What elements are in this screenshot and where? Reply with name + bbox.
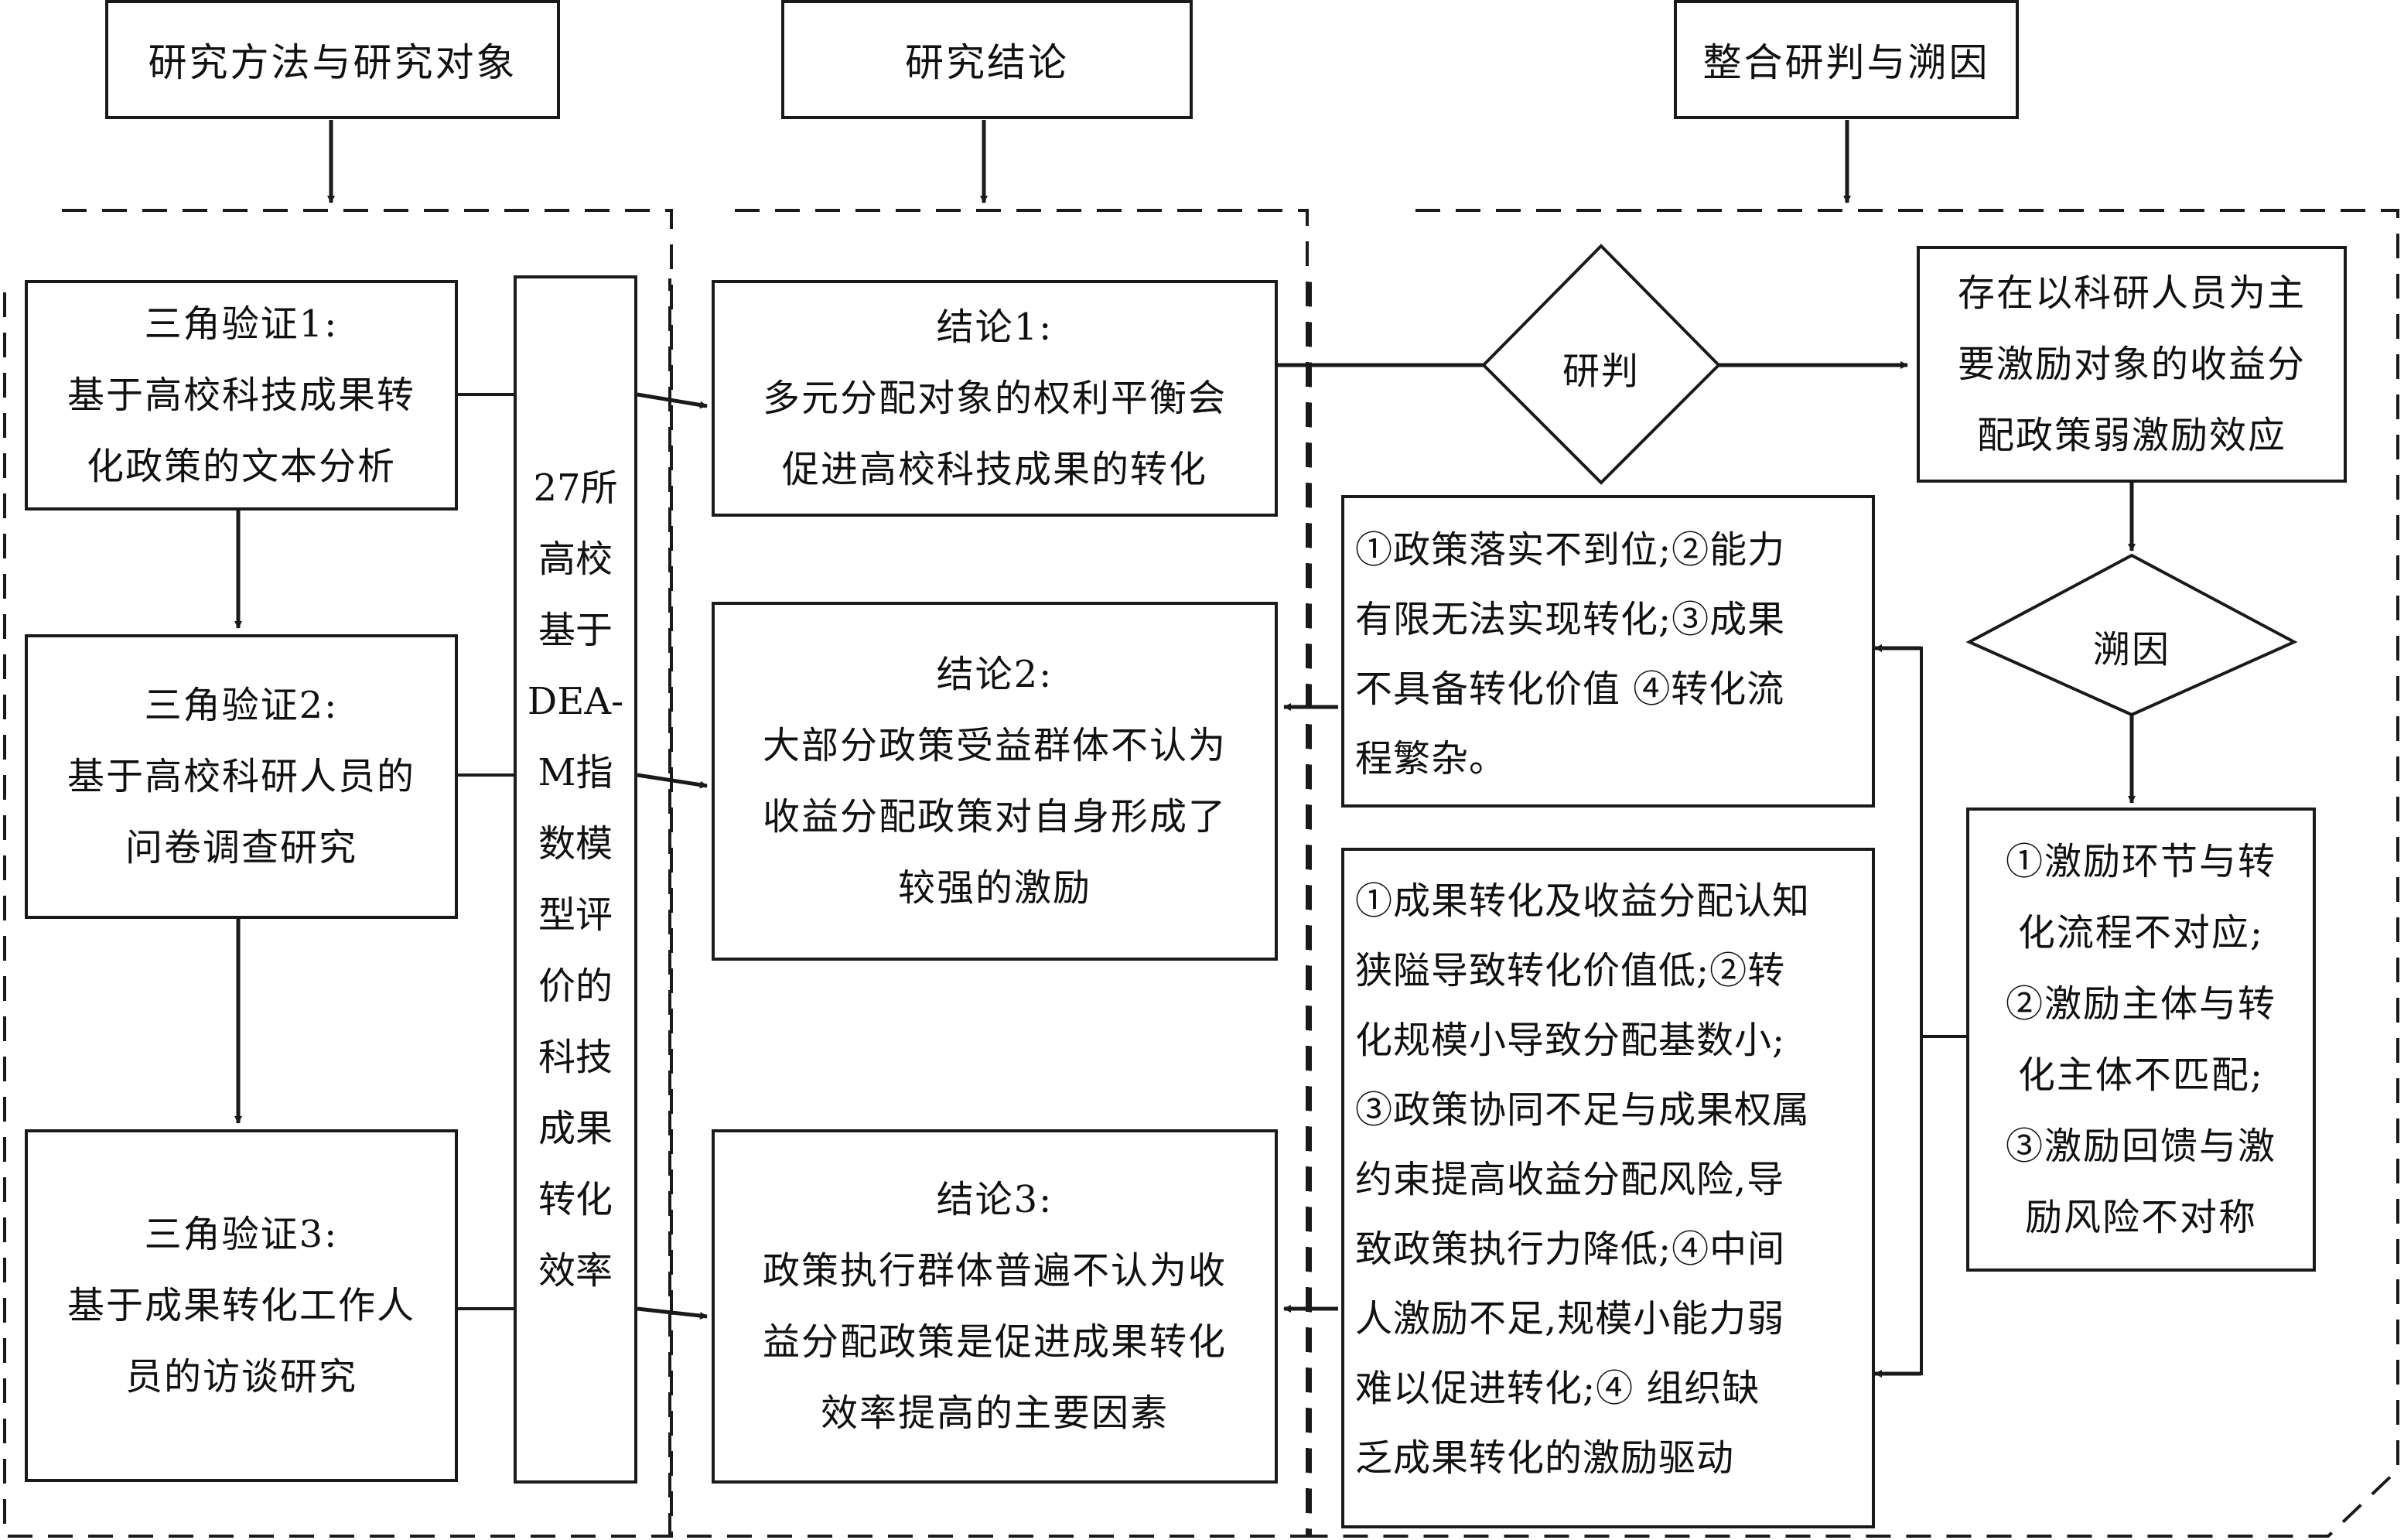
reasons2-line-3: 化规模小导致分配基数小; [1355, 1019, 1786, 1062]
reasons2-line-8: 难以促进转化;④ 组织缺 [1355, 1367, 1760, 1410]
dea-line-6: 数模 [538, 822, 613, 866]
header-methods: 研究方法与研究对象 [105, 0, 560, 119]
reasons2-line-5: 约束提高收益分配风险,导 [1355, 1158, 1785, 1201]
trace-results-box: ①激励环节与转 化流程不对应; ②激励主体与转 化主体不匹配; ③激励回馈与激 … [1966, 808, 2316, 1272]
finding-line-2: 要激励对象的收益分 [1957, 343, 2306, 386]
judge-diamond [1481, 244, 1721, 485]
finding-line-1: 存在以科研人员为主 [1957, 271, 2306, 315]
header-analysis-label: 整合研判与溯因 [1702, 40, 1990, 85]
header-conclusions: 研究结论 [781, 0, 1193, 119]
dea-line-7: 型评 [538, 893, 613, 937]
dea-line-10: 成果 [538, 1107, 613, 1150]
reasons1-line-1: ①政策落实不到位;②能力 [1355, 528, 1786, 572]
method-1-line-3: 化政策的文本分析 [86, 445, 396, 488]
reasons2-line-6: 致政策执行力降低;④中间 [1355, 1228, 1786, 1271]
header-analysis: 整合研判与溯因 [1674, 0, 2019, 119]
method-box-1: 三角验证1: 基于高校科技成果转 化政策的文本分析 [25, 280, 458, 510]
dea-efficiency-box: 27所 高校 基于 DEA- M指 数模 型评 价的 科技 成果 转化 效率 [514, 275, 637, 1484]
conclusion-3-line-3: 益分配政策是促进成果转化 [762, 1320, 1227, 1364]
finding-box: 存在以科研人员为主 要激励对象的收益分 配政策弱激励效应 [1917, 246, 2347, 483]
bracket-to-reasons [1876, 647, 1923, 1375]
conclusion-1-line-2: 多元分配对象的权利平衡会 [762, 377, 1227, 420]
dea-line-3: 基于 [538, 609, 613, 652]
reasons1-line-2: 有限无法实现转化;③成果 [1355, 598, 1786, 641]
reasons2-line-4: ③政策协同不足与成果权属 [1355, 1088, 1811, 1132]
arrow-dea-conclusion1 [637, 392, 708, 409]
trace-results-line-5: ③激励回馈与激 [2005, 1125, 2276, 1168]
dea-line-12: 效率 [538, 1249, 613, 1292]
judge-label: 研判 [1562, 350, 1640, 393]
trace-results-line-2: 化流程不对应; [2017, 911, 2265, 954]
method-1-line-1: 三角验证1: [144, 302, 339, 346]
conclusion-1-line-1: 结论1: [936, 306, 1053, 349]
method-3-line-3: 员的访谈研究 [125, 1355, 357, 1398]
header-methods-label: 研究方法与研究对象 [148, 40, 517, 85]
reasons2-line-2: 狭隘导致转化价值低;②转 [1355, 949, 1786, 992]
conclusion-3-line-1: 结论3: [936, 1178, 1053, 1221]
conclusion-3-line-2: 政策执行群体普遍不认为收 [762, 1249, 1227, 1292]
dea-line-1: 27所 [533, 466, 618, 510]
dea-line-8: 价的 [538, 965, 613, 1008]
method-box-3: 三角验证3: 基于成果转化工作人 员的访谈研究 [25, 1129, 458, 1482]
method-2-line-2: 基于高校科研人员的 [67, 755, 415, 798]
reasons2-line-1: ①成果转化及收益分配认知 [1355, 879, 1811, 923]
trace-results-line-1: ①激励环节与转 [2005, 840, 2276, 883]
conclusion-3-line-4: 效率提高的主要因素 [820, 1391, 1169, 1435]
trace-results-line-4: 化主体不匹配; [2017, 1053, 2265, 1097]
dea-line-5: M指 [538, 751, 613, 794]
reasons1-line-3: 不具备转化价值 ④转化流 [1355, 668, 1785, 711]
conclusion-1-line-3: 促进高校科技成果的转化 [781, 448, 1207, 491]
reasons1-line-4: 程繁杂。 [1355, 737, 1508, 780]
dea-line-2: 高校 [538, 538, 613, 581]
dea-line-4: DEA- [527, 680, 624, 723]
reasons2-line-9: 乏成果转化的激励驱动 [1355, 1436, 1735, 1480]
dea-line-9: 科技 [538, 1036, 613, 1079]
finding-line-3: 配政策弱激励效应 [1976, 414, 2286, 457]
conclusion-2-line-1: 结论2: [936, 653, 1053, 696]
arrow-dea-conclusion2 [637, 773, 708, 789]
method-3-line-2: 基于成果转化工作人 [67, 1284, 415, 1327]
arrow-dea-conclusion3 [637, 1306, 708, 1320]
reasons-box-2: ①成果转化及收益分配认知 狭隘导致转化价值低;②转 化规模小导致分配基数小; ③… [1341, 848, 1875, 1528]
method-2-line-3: 问卷调查研究 [125, 826, 357, 869]
method-2-line-1: 三角验证2: [144, 684, 339, 727]
conclusion-box-2: 结论2: 大部分政策受益群体不认为 收益分配政策对自身形成了 较强的激励 [712, 602, 1278, 961]
method-3-line-1: 三角验证3: [144, 1213, 339, 1256]
reasons-box-1: ①政策落实不到位;②能力 有限无法实现转化;③成果 不具备转化价值 ④转化流 程… [1341, 495, 1875, 808]
conclusion-box-1: 结论1: 多元分配对象的权利平衡会 促进高校科技成果的转化 [712, 280, 1278, 517]
group3-dashed-outline [1309, 209, 2399, 1538]
conclusion-box-3: 结论3: 政策执行群体普遍不认为收 益分配政策是促进成果转化 效率提高的主要因素 [712, 1129, 1278, 1484]
dea-line-11: 转化 [538, 1178, 613, 1221]
reasons2-line-7: 人激励不足,规模小能力弱 [1355, 1297, 1785, 1340]
trace-results-line-6: 励风险不对称 [2024, 1196, 2257, 1239]
trace-label: 溯因 [2092, 628, 2170, 671]
conclusion-2-line-2: 大部分政策受益群体不认为 [762, 724, 1227, 767]
group2-dashed-outline [668, 209, 1309, 1538]
conclusion-2-line-3: 收益分配政策对自身形成了 [762, 795, 1227, 838]
method-1-line-2: 基于高校科技成果转 [67, 374, 415, 417]
method-box-2: 三角验证2: 基于高校科研人员的 问卷调查研究 [25, 634, 458, 919]
conclusion-2-line-4: 较强的激励 [897, 866, 1091, 910]
trace-results-line-3: ②激励主体与转 [2005, 982, 2276, 1026]
header-conclusions-label: 研究结论 [905, 40, 1069, 85]
